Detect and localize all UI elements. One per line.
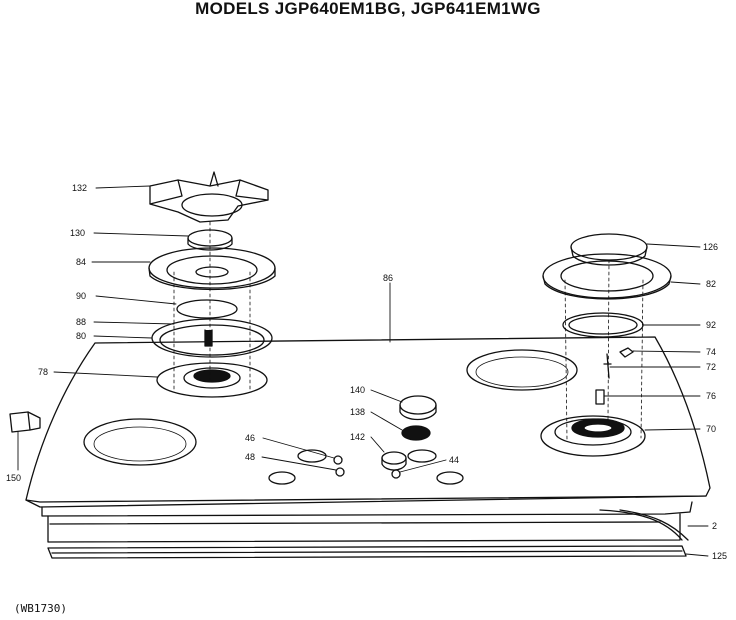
knob-clip	[335, 467, 345, 477]
burner-ring-right	[562, 312, 644, 338]
part-label-126: 126	[703, 242, 718, 252]
drip-pan-right	[542, 253, 672, 300]
part-label-86: 86	[383, 273, 393, 283]
part-label-138: 138	[350, 407, 365, 417]
burner-ring-left	[151, 318, 273, 358]
mounting-bracket	[9, 411, 41, 433]
part-label-44: 44	[449, 455, 459, 465]
diagram-title: MODELS JGP640EM1BG, JGP641EM1WG	[195, 0, 541, 18]
part-label-84: 84	[76, 257, 86, 267]
drip-pan-left	[148, 247, 276, 291]
part-label-90: 90	[76, 291, 86, 301]
part-label-142: 142	[350, 432, 365, 442]
cooktop-panel	[25, 336, 711, 503]
knob-bezel	[401, 425, 431, 441]
part-label-132: 132	[72, 183, 87, 193]
part-label-88: 88	[76, 317, 86, 327]
part-label-92: 92	[706, 320, 716, 330]
igniter-post	[603, 353, 612, 379]
part-label-140: 140	[350, 385, 365, 395]
bottom-strip	[47, 545, 687, 559]
spark-electrode	[619, 347, 634, 358]
part-label-74: 74	[706, 347, 716, 357]
part-label-46: 46	[245, 433, 255, 443]
knob-hole	[436, 471, 464, 485]
figure-code: (WB1730)	[14, 602, 67, 615]
knob-clip	[333, 455, 343, 465]
frame-trim	[41, 501, 693, 543]
part-label-48: 48	[245, 452, 255, 462]
part-label-78: 78	[38, 367, 48, 377]
burner-grate	[149, 171, 269, 223]
burner-opening-left-front	[83, 418, 197, 466]
part-label-82: 82	[706, 279, 716, 289]
part-label-76: 76	[706, 391, 716, 401]
part-label-70: 70	[706, 424, 716, 434]
panel-front-edge	[25, 495, 707, 508]
burner-opening-right-rear	[466, 349, 578, 391]
part-label-2: 2	[712, 521, 717, 531]
control-knob-small	[381, 451, 407, 471]
part-label-130: 130	[70, 228, 85, 238]
orifice-fitting	[595, 389, 605, 405]
part-label-125: 125	[712, 551, 727, 561]
knob-hole	[407, 449, 437, 463]
burner-assembly-left-rear	[156, 362, 268, 398]
burner-head-left	[176, 299, 238, 319]
part-label-80: 80	[76, 331, 86, 341]
knob-hole	[268, 471, 296, 485]
control-knob-large	[399, 395, 437, 421]
burner-assembly-right-front	[540, 415, 646, 457]
part-label-72: 72	[706, 362, 716, 372]
knob-clip	[391, 469, 401, 479]
part-label-150: 150	[6, 473, 21, 483]
